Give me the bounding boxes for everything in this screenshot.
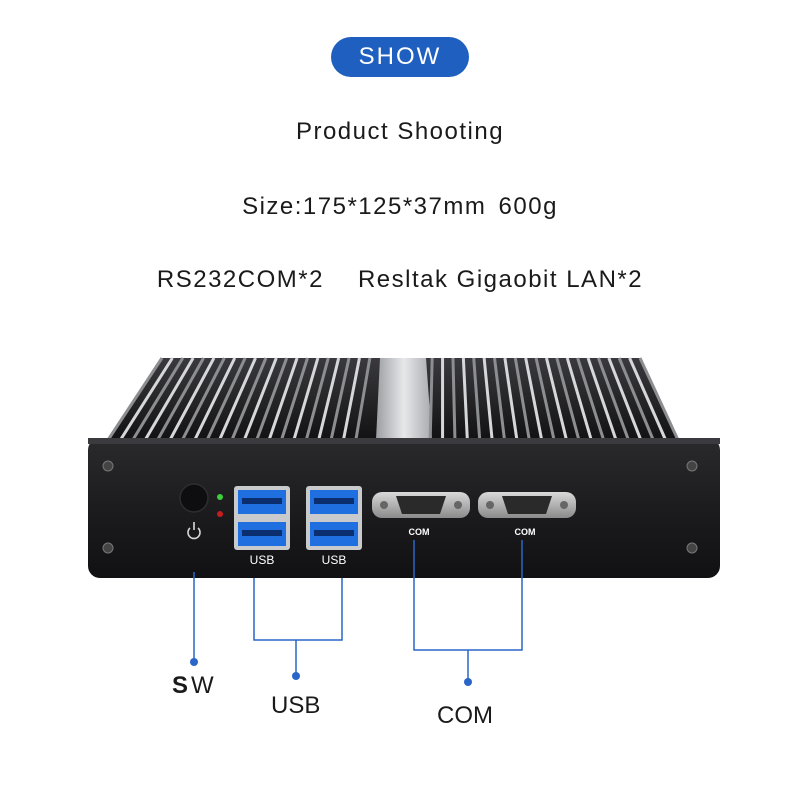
lan-spec: Resltak Gigaobit LAN*2: [357, 266, 644, 293]
heatsink-fin: [218, 357, 257, 441]
heatsink-fin: [597, 357, 630, 441]
heatsink-fin: [205, 357, 247, 441]
heatsink-fin: [317, 357, 341, 441]
power-icon: [187, 522, 201, 540]
led-red-icon: [217, 511, 223, 517]
screw-icon: [102, 542, 114, 554]
heatsink-fin: [586, 357, 618, 441]
heatsink-fin: [576, 357, 606, 441]
com-port-1: [372, 492, 470, 518]
usb-port-label-2: USB: [321, 553, 347, 567]
heatsink-fin: [304, 357, 330, 441]
show-badge: SHOW: [331, 37, 469, 77]
com-port-2: [478, 492, 576, 518]
heatsink-fin: [329, 357, 351, 441]
heatsink-fin: [255, 357, 289, 441]
heatsink-fin: [628, 357, 667, 441]
screw-icon: [686, 542, 698, 554]
heatsink-fin: [493, 357, 507, 441]
heatsink-fin: [230, 357, 268, 441]
usb-port-stack-1: [234, 486, 290, 550]
heatsink-fin: [354, 357, 372, 441]
screw-icon: [102, 460, 114, 472]
com-port-label-1: COM: [408, 527, 430, 537]
screw-icon: [686, 460, 698, 472]
heatsink-fin: [156, 357, 205, 441]
heatsink-fin: [119, 357, 174, 441]
com-port-label-2: COM: [514, 527, 536, 537]
usb-callout-dot: [292, 672, 300, 680]
heatsink-fin: [292, 357, 320, 441]
heatsink-top: [106, 357, 680, 441]
heatsink-fin: [555, 357, 581, 441]
show-badge-label: SHOW: [358, 43, 442, 70]
heatsink-fin: [181, 357, 226, 441]
usb-callout-label: USB: [271, 692, 321, 719]
heatsink-fin: [267, 357, 299, 441]
heatsink-fin: [341, 357, 361, 441]
heatsink-fin: [193, 357, 237, 441]
front-panel: [88, 438, 720, 578]
heatsink-fin: [513, 357, 531, 441]
heatsink-fin: [617, 357, 655, 441]
heatsink-fin: [534, 357, 556, 441]
heatsink-fin: [461, 357, 469, 441]
sw-bold-letter: S: [172, 672, 189, 699]
led-green-icon: [217, 494, 223, 500]
sw-rest-letter: W: [191, 672, 214, 699]
callout-lines: [193, 540, 523, 682]
product-shooting-title: Product Shooting: [295, 118, 505, 145]
heatsink-fin: [428, 357, 434, 441]
heatsink-fin: [545, 357, 568, 441]
port-spec: RS232COM*2 Resltak Gigaobit LAN*2: [0, 266, 800, 294]
heatsink-fin: [168, 357, 216, 441]
sw-callout-dot: [190, 658, 198, 666]
heatsink-fin: [280, 357, 309, 441]
heatsink-fin: [451, 357, 457, 441]
heatsink-fin: [106, 357, 164, 441]
usb-port-stack-2: [306, 486, 362, 550]
heatsink-fin: [524, 357, 544, 441]
heatsink-fin: [482, 357, 494, 441]
heatsink-fin: [131, 357, 185, 441]
power-button: [179, 483, 209, 513]
com-callout-dot: [464, 678, 472, 686]
heatsink-fin: [607, 357, 643, 441]
heatsink-fin: [503, 357, 519, 441]
heatsink-fin: [242, 357, 278, 441]
heatsink-fin: [565, 357, 593, 441]
heatsink-fin: [472, 357, 482, 441]
heatsink-fin: [143, 357, 195, 441]
usb-port-label-1: USB: [249, 553, 275, 567]
heatsink-fins: [106, 357, 680, 441]
com-spec: RS232COM*2: [156, 266, 324, 293]
size-spec: Size:175*125*37mm 600g: [242, 193, 558, 220]
com-callout-label: COM: [437, 702, 493, 729]
heatsink-fin: [638, 357, 680, 441]
